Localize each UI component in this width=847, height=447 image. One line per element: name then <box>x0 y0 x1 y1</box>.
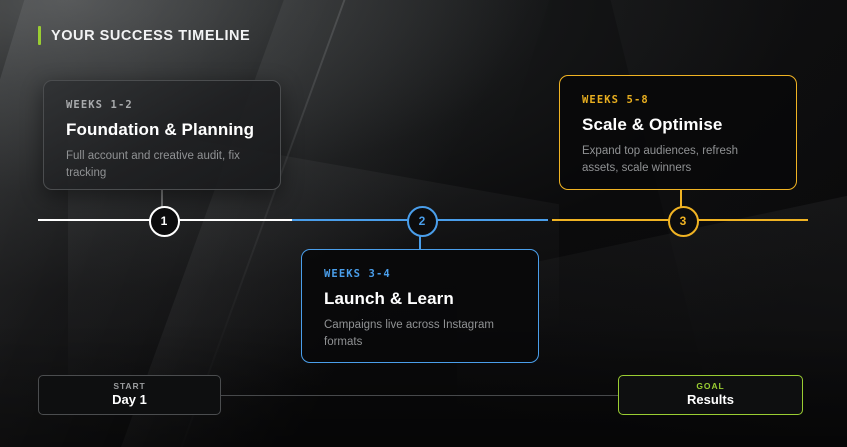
goal-value: Results <box>687 391 734 407</box>
start-endpoint: START Day 1 <box>38 375 221 415</box>
page-title: YOUR SUCCESS TIMELINE <box>51 27 251 44</box>
timeline-node-2[interactable]: 2 <box>406 205 438 237</box>
start-value: Day 1 <box>112 391 147 407</box>
card-title: Foundation & Planning <box>66 120 255 139</box>
card-description: Expand top audiences, refresh assets, sc… <box>582 145 738 175</box>
page-header: YOUR SUCCESS TIMELINE <box>38 26 250 45</box>
card-title: Launch & Learn <box>324 289 454 308</box>
goal-endpoint: GOAL Results <box>618 375 803 415</box>
timeline-node-3[interactable]: 3 <box>667 205 699 237</box>
card-description: Full account and creative audit, fix tra… <box>66 150 240 180</box>
start-label: START <box>113 381 146 392</box>
card-eyebrow: WEEKS 5-8 <box>582 94 649 106</box>
background-facet-right <box>576 0 847 403</box>
goal-label: GOAL <box>696 381 725 392</box>
card-description: Campaigns live across Instagram formats <box>324 319 495 349</box>
card-eyebrow: WEEKS 1-2 <box>66 99 133 111</box>
bottom-rail-line <box>220 395 627 396</box>
card-eyebrow: WEEKS 3-4 <box>324 268 391 280</box>
header-accent-bar <box>38 26 41 45</box>
card-title: Scale & Optimise <box>582 115 723 134</box>
timeline-node-1[interactable]: 1 <box>148 205 180 237</box>
